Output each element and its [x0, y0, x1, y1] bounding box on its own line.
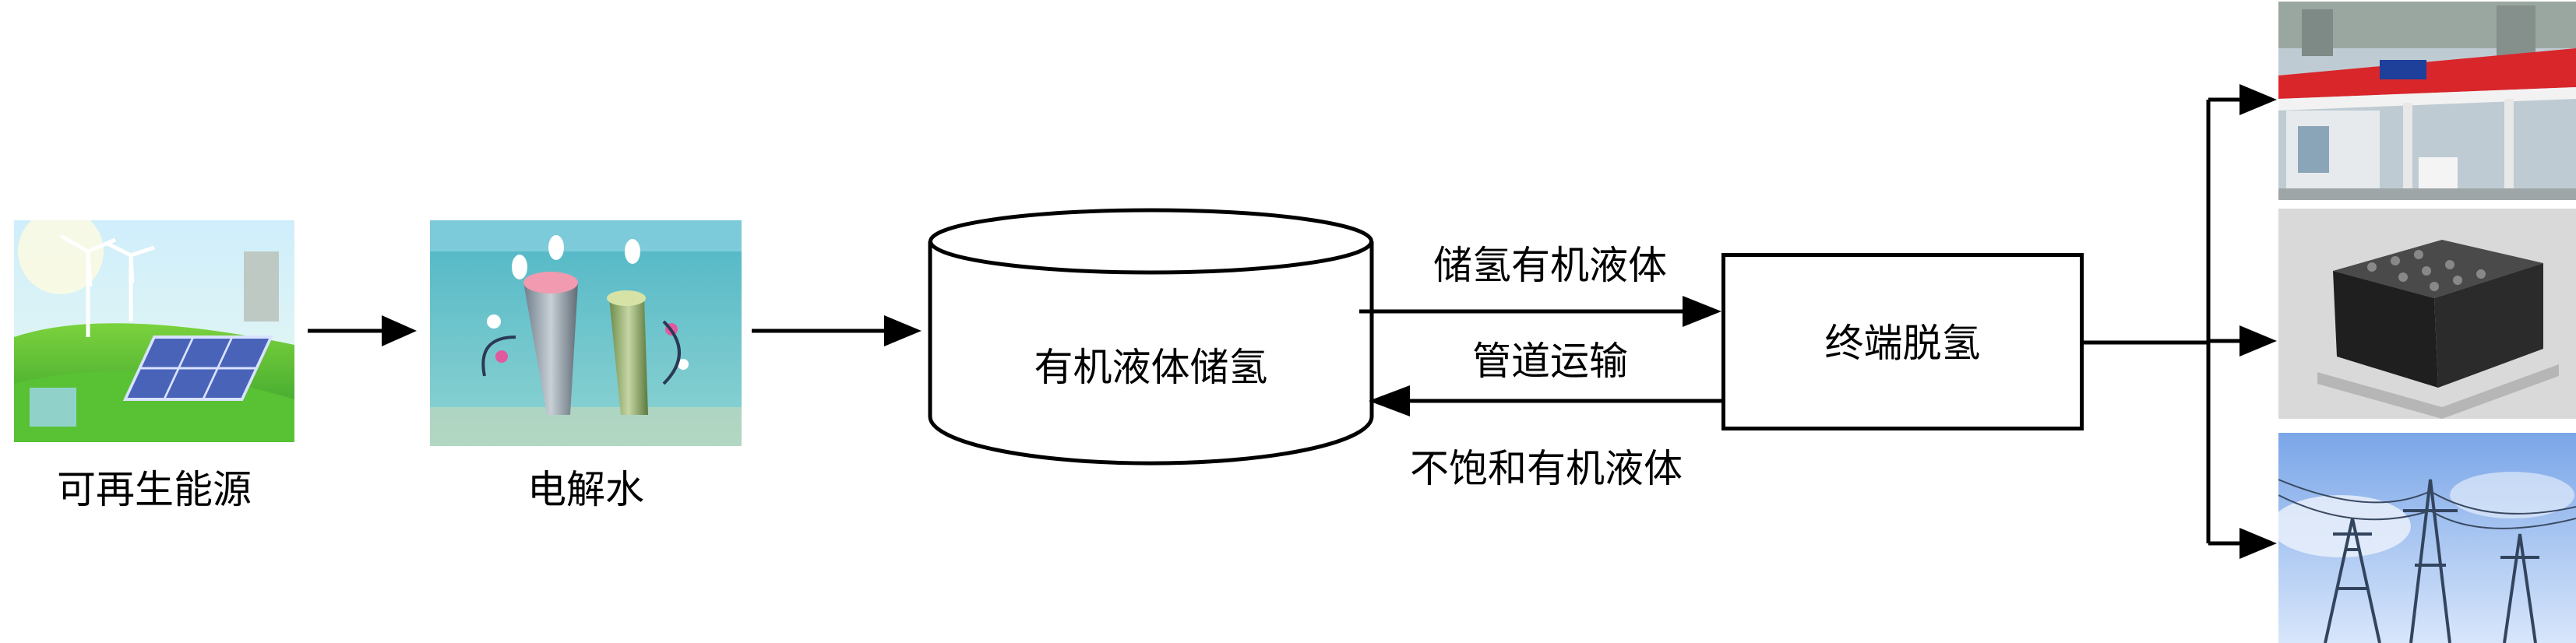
arrow-renewable-to-electrolysis: [308, 315, 417, 346]
storage-label: 有机液体储氢: [1034, 345, 1268, 390]
distribution-arrows: [2084, 84, 2277, 559]
gas-station-image: [2278, 2, 2576, 200]
transport-label: 管道运输: [1472, 339, 1628, 384]
storage-cylinder: [928, 208, 1374, 466]
battery-image: [2278, 209, 2576, 419]
renewable-energy-image: [14, 220, 294, 442]
flow-arrows: [1359, 296, 1729, 416]
power-grid-image: [2278, 433, 2576, 643]
return-flow-label: 不饱和有机液体: [1410, 446, 1683, 491]
forward-flow-arrowhead: [1683, 296, 1721, 327]
dehydrogenation-label: 终端脱氢: [1824, 321, 1981, 366]
forward-flow-label: 储氢有机液体: [1433, 243, 1667, 288]
arrow-electrolysis-to-storage: [752, 315, 922, 346]
electrolysis-image: [430, 220, 742, 446]
electrolysis-label: 电解水: [527, 467, 644, 512]
return-flow-arrowhead: [1369, 385, 1410, 416]
dehydrogenation-box: [1721, 253, 2084, 430]
renewable-energy-label: 可再生能源: [57, 467, 252, 512]
